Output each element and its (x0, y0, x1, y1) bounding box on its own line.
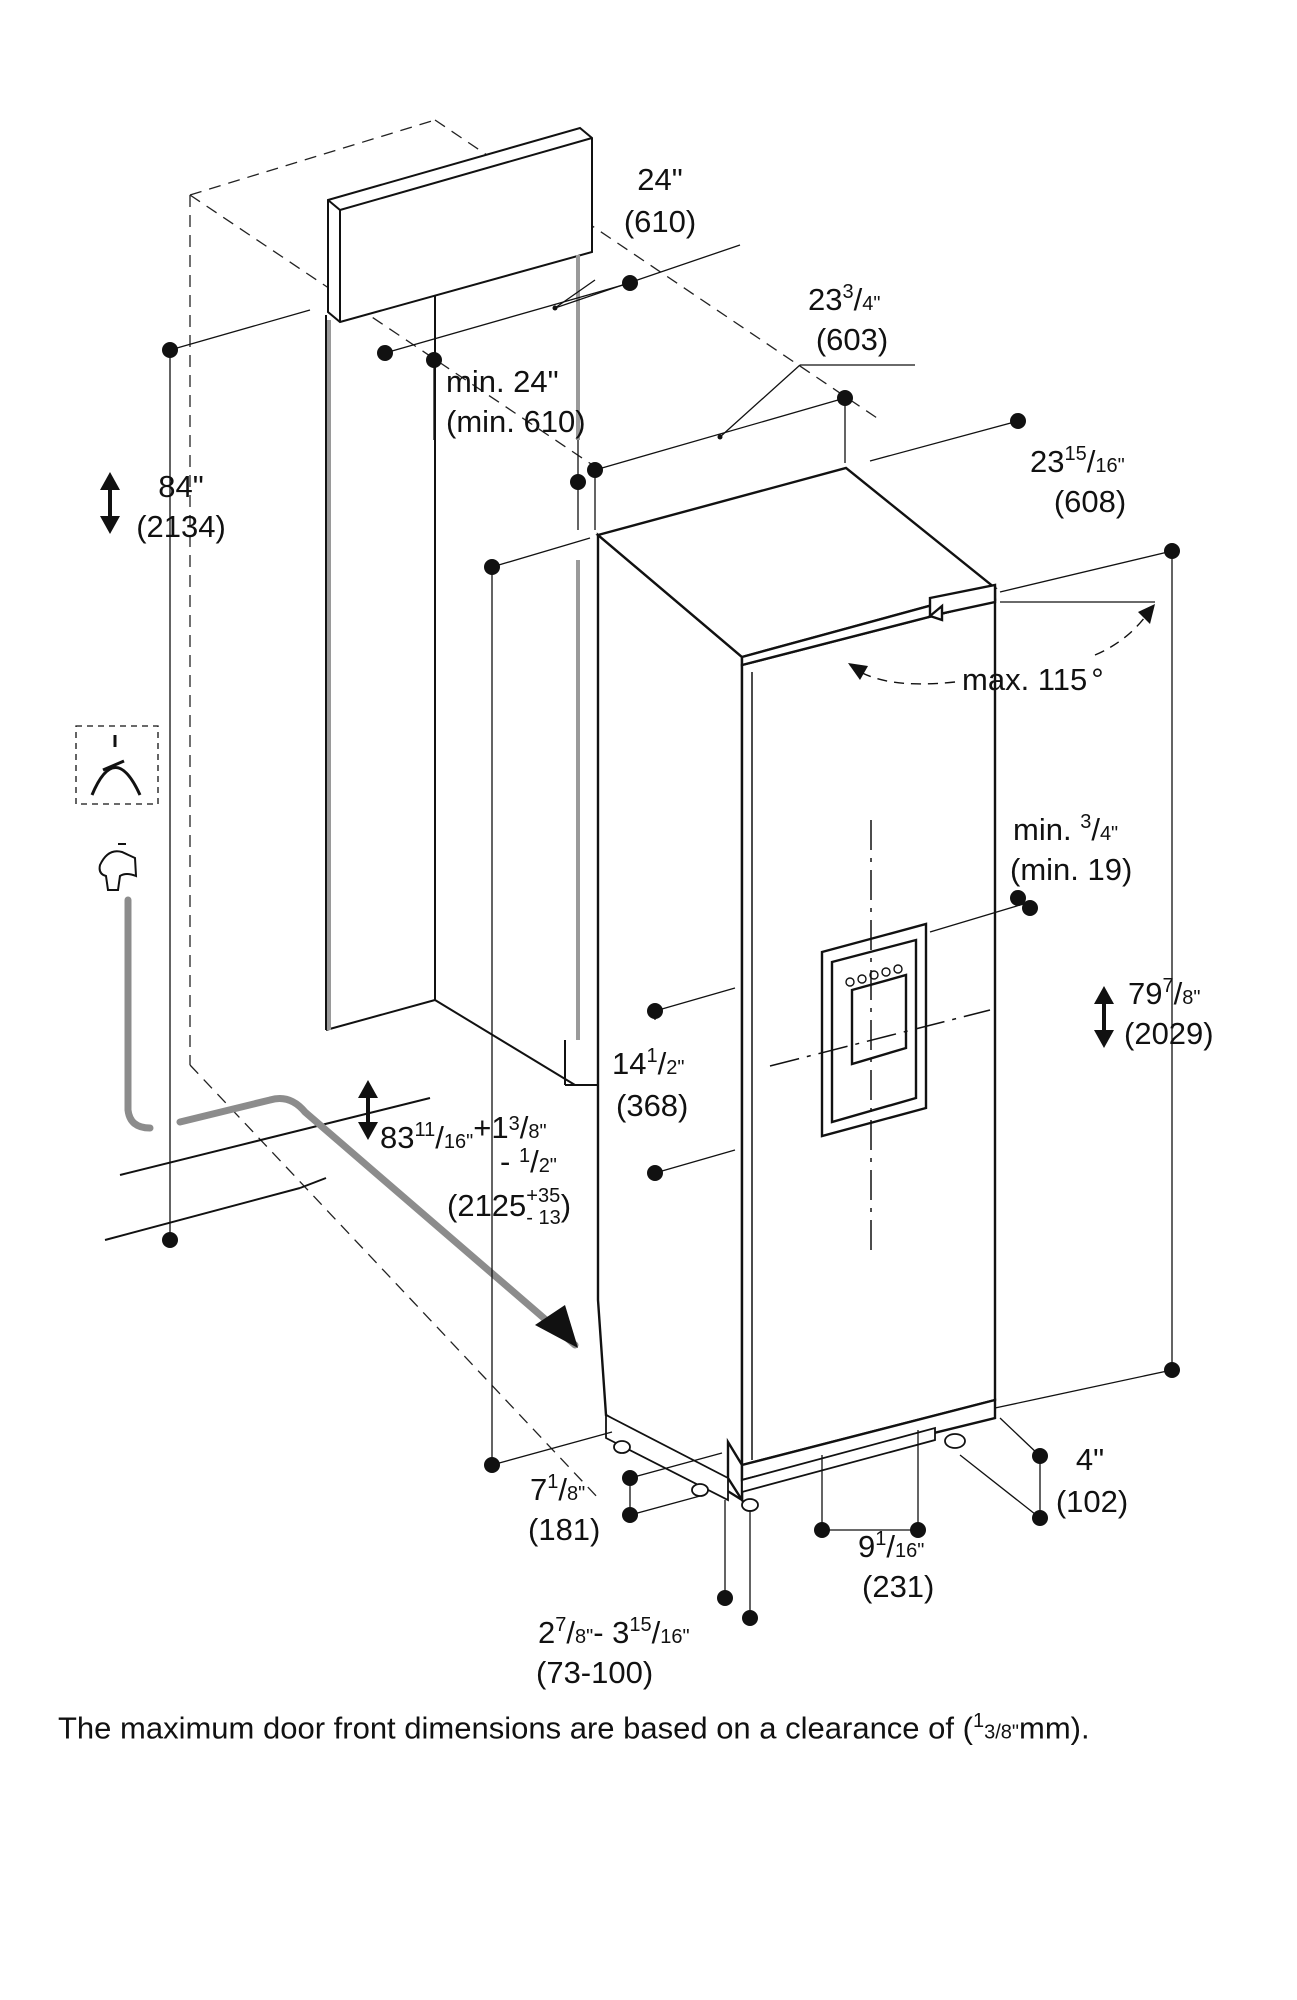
svg-text:min. 3/4": min. 3/4" (1013, 811, 1118, 847)
ice-water-dispenser (820, 922, 928, 1138)
dispenser-height-mm: (368) (616, 1088, 688, 1123)
refrigerator (595, 466, 998, 1505)
svg-text:2315/16": 2315/16" (1030, 443, 1125, 479)
label-dispenser-height: 141/2" (368) (612, 1045, 688, 1123)
plinth-height-inch: 4" (1076, 1442, 1104, 1477)
wall-structure (104, 295, 600, 1241)
svg-text:141/2": 141/2" (612, 1045, 684, 1081)
base-depth-mm: (181) (528, 1512, 600, 1547)
svg-text:91/16": 91/16" (858, 1528, 924, 1564)
label-plinth-depth: 27/8"- 315/16" (73-100) (536, 1614, 690, 1690)
svg-text:max. 115°: max. 115° (962, 662, 1104, 697)
clearance-note: The maximum door front dimensions are ba… (58, 1710, 1090, 1746)
appliance-height-mm: (2029) (1124, 1016, 1214, 1051)
swing-arrow-right-icon (1138, 604, 1155, 624)
svg-text:8311/16"+13/8": 8311/16"+13/8" (380, 1110, 547, 1155)
label-total-height: 8311/16"+13/8" - 1/2" (2125+35- 13) (380, 1110, 571, 1229)
cabinet-panels (327, 255, 580, 1040)
plinth-height-mm: (102) (1056, 1484, 1128, 1519)
dispenser-buttons (845, 964, 903, 987)
niche-height-mm: (2134) (136, 509, 226, 544)
swing-arrow-left-icon (848, 663, 868, 680)
label-appliance-depth: 2315/16" (608) (1030, 443, 1126, 519)
svg-text:71/8": 71/8" (530, 1471, 585, 1507)
svg-text:27/8"- 315/16": 27/8"- 315/16" (538, 1614, 690, 1650)
label-base-depth: 71/8" (181) (528, 1471, 600, 1547)
plinth-depth-mm: (73-100) (536, 1655, 653, 1690)
dimension-lines (169, 244, 1173, 1618)
svg-text:- 1/2": - 1/2" (500, 1144, 557, 1179)
center-lines (769, 820, 991, 1250)
refrigerator-base (605, 1413, 966, 1512)
label-side-gap: min. 3/4" (min. 19) (1010, 811, 1132, 887)
appliance-width-mm: (603) (816, 322, 888, 357)
flow-arrow-icon (535, 1305, 578, 1348)
niche-width-inch: min. 24" (446, 364, 559, 399)
foot-position-mm: (231) (862, 1569, 934, 1604)
height-arrow-83-icon (358, 1080, 378, 1140)
niche-depth-mm: (610) (624, 204, 696, 239)
label-appliance-width: 233/4" (603) (808, 281, 888, 357)
height-arrow-84-icon (100, 472, 120, 534)
water-connection-icon (75, 725, 159, 805)
label-foot-position: 91/16" (231) (858, 1528, 934, 1604)
label-plinth-height: 4" (102) (1056, 1442, 1128, 1519)
svg-text:797/8": 797/8" (1128, 975, 1200, 1011)
upper-cabinet (327, 126, 593, 324)
faucet-icon (98, 843, 138, 891)
height-arrow-79-icon (1094, 986, 1114, 1048)
svg-text:233/4": 233/4" (808, 281, 880, 317)
label-niche-height: 84" (2134) (136, 469, 226, 544)
label-niche-width: min. 24" (min. 610) (446, 364, 586, 439)
label-niche-depth: 24" (610) (624, 162, 696, 239)
label-appliance-height: 797/8" (2029) (1124, 975, 1214, 1051)
svg-text:(2125+35- 13): (2125+35- 13) (447, 1185, 571, 1229)
door-hinge (928, 583, 997, 618)
label-door-angle: max. 115° (962, 662, 1104, 697)
water-supply-line (124, 896, 579, 1349)
appliance-depth-mm: (608) (1054, 484, 1126, 519)
niche-depth-inch: 24" (637, 162, 683, 197)
niche-height-inch: 84" (158, 469, 204, 504)
side-gap-mm: (min. 19) (1010, 852, 1132, 887)
refrigerator-side (596, 532, 744, 1503)
dimension-points (162, 275, 1180, 1626)
door-swing-arc (849, 609, 1151, 685)
niche-width-mm: (min. 610) (446, 404, 586, 439)
